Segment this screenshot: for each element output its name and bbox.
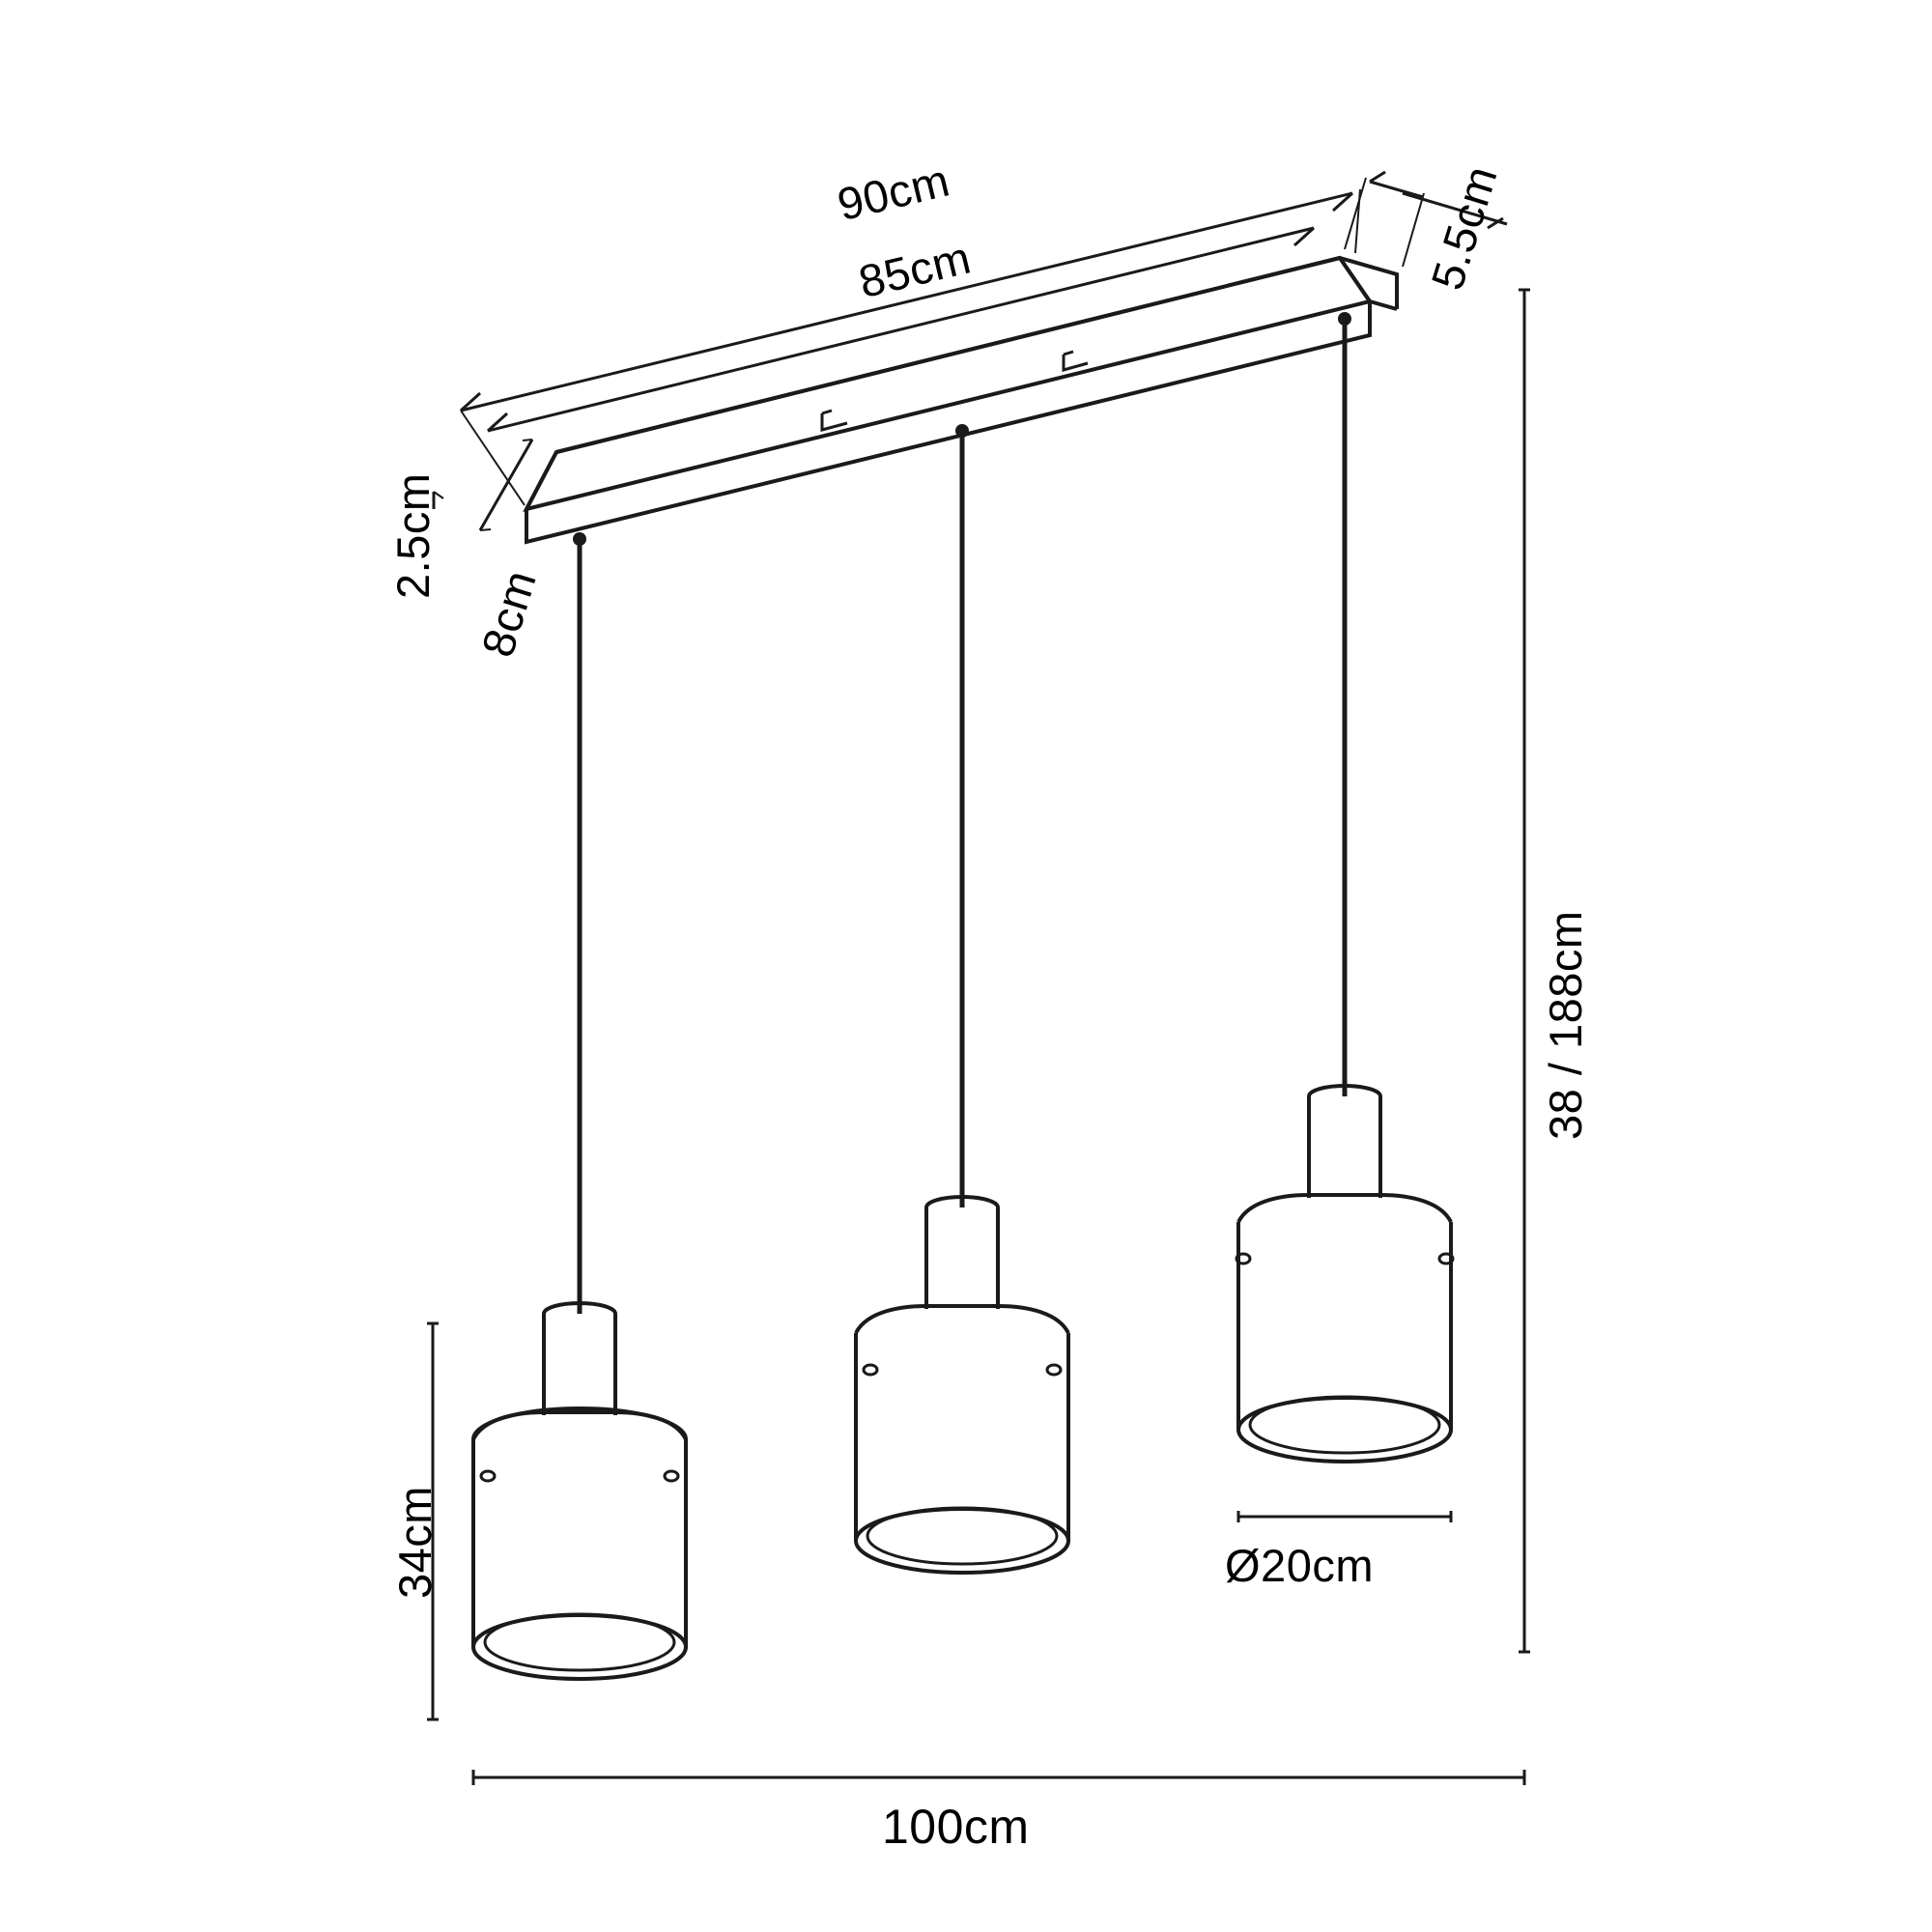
dimension-line-38-188cm: [1519, 288, 1530, 1654]
dimension-label-38-188cm: 38 / 188cm: [1540, 910, 1591, 1140]
pendant-shade-left: [471, 1301, 688, 1681]
ceiling-bar-plate: [523, 255, 1399, 545]
dimension-line-diameter-20cm: [1236, 1511, 1453, 1522]
dimension-label-100cm: 100cm: [882, 1800, 1030, 1854]
dimension-label-diameter-20cm: Ø20cm: [1225, 1540, 1374, 1591]
dimension-label-2-5cm: 2.5cm: [387, 472, 439, 600]
dimension-line-34cm: [427, 1321, 439, 1721]
dimension-line-2-5cm: [432, 491, 444, 509]
pendant-shade-right: [1235, 1084, 1455, 1463]
pendant-shade-middle: [854, 1195, 1070, 1575]
dimension-line-90cm: [459, 188, 1361, 506]
suspension-cables: [577, 319, 1348, 1314]
dimension-line-100cm: [471, 1770, 1526, 1785]
dimension-line-5-5cm: [1344, 170, 1508, 268]
dimension-label-34cm: 34cm: [389, 1486, 440, 1599]
dimension-line-85cm: [486, 226, 1316, 433]
dimension-line-8cm: [478, 439, 534, 531]
bar-mounting-brackets: [820, 350, 1089, 432]
cable-ceiling-anchors: [573, 312, 1351, 546]
